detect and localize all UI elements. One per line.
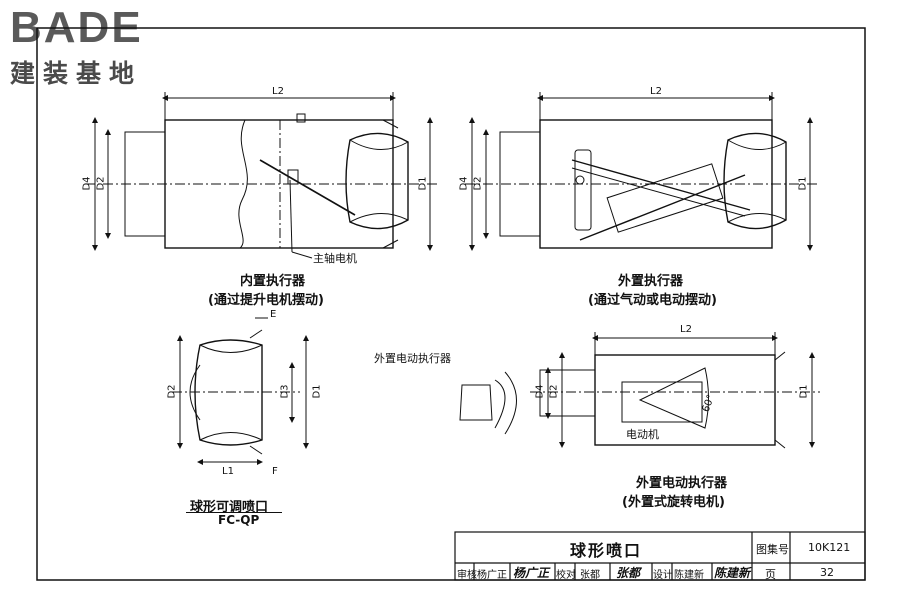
nozzle-d2-label: D2 — [166, 384, 178, 399]
internal-d4-label: D4 — [81, 176, 93, 191]
electric-d2-label: D2 — [548, 384, 560, 399]
logo-brand-sub: 建装基地 — [10, 59, 143, 88]
nozzle-d1-label: D1 — [311, 384, 323, 399]
external-l2-label: L2 — [650, 86, 662, 97]
view-nozzle-lines — [172, 317, 309, 465]
page-label: 页 — [765, 568, 776, 581]
nozzle-title-underline — [186, 512, 282, 513]
internal-d1-label: D1 — [417, 176, 429, 191]
design-name: 陈建新 — [674, 570, 704, 581]
drawing-frame — [36, 27, 866, 581]
design-label: 设计 — [653, 570, 673, 581]
check-name: 张都 — [580, 570, 600, 581]
check-signature: 张都 — [616, 566, 641, 580]
atlas-label: 图集号 — [756, 543, 789, 556]
electric-d4-label: D4 — [534, 384, 546, 399]
nozzle-l1-label: L1 — [222, 466, 234, 477]
internal-l2-label: L2 — [272, 86, 284, 97]
external-d1-label: D1 — [797, 176, 809, 191]
atlas-number: 10K121 — [808, 541, 851, 554]
page-number: 32 — [820, 566, 834, 579]
design-signature: 陈建新 — [714, 566, 751, 580]
nozzle-d3-label: D3 — [279, 384, 291, 399]
internal-d2-label: D2 — [95, 176, 107, 191]
internal-subtitle: (通过提升电机摆动) — [208, 293, 324, 308]
external-d4-label: D4 — [458, 176, 470, 191]
nozzle-code: FC-QP — [218, 513, 260, 527]
check-label: 校对 — [556, 570, 576, 581]
electric-motor-label: 电动机 — [626, 428, 659, 441]
drawing-title: 球形喷口 — [570, 541, 643, 560]
internal-title: 内置执行器 — [240, 274, 306, 289]
electric-l2-label: L2 — [680, 324, 692, 335]
electric-title: 外置电动执行器 — [636, 476, 728, 491]
review-label: 审核 — [457, 570, 477, 581]
view-internal-lines — [85, 92, 440, 259]
view-electric-lines — [459, 332, 820, 449]
nozzle-e-label: E — [270, 309, 277, 320]
review-name: 杨广正 — [477, 570, 507, 581]
view-external-lines — [465, 92, 820, 251]
electric-subtitle: (外置式旋转电机) — [622, 495, 725, 510]
nozzle-title: 球形可调喷口 — [190, 500, 269, 515]
nozzle-f-label: F — [272, 466, 278, 477]
title-block-grid — [454, 531, 866, 581]
electric-d1-label: D1 — [798, 384, 810, 399]
external-title: 外置执行器 — [618, 274, 684, 289]
external-subtitle: (通过气动或电动摆动) — [588, 293, 717, 308]
external-d2-label: D2 — [472, 176, 484, 191]
electric-actuator-label: 外置电动执行器 — [374, 352, 451, 365]
internal-motor-label: 主轴电机 — [313, 252, 357, 265]
review-signature: 杨广正 — [513, 566, 550, 580]
